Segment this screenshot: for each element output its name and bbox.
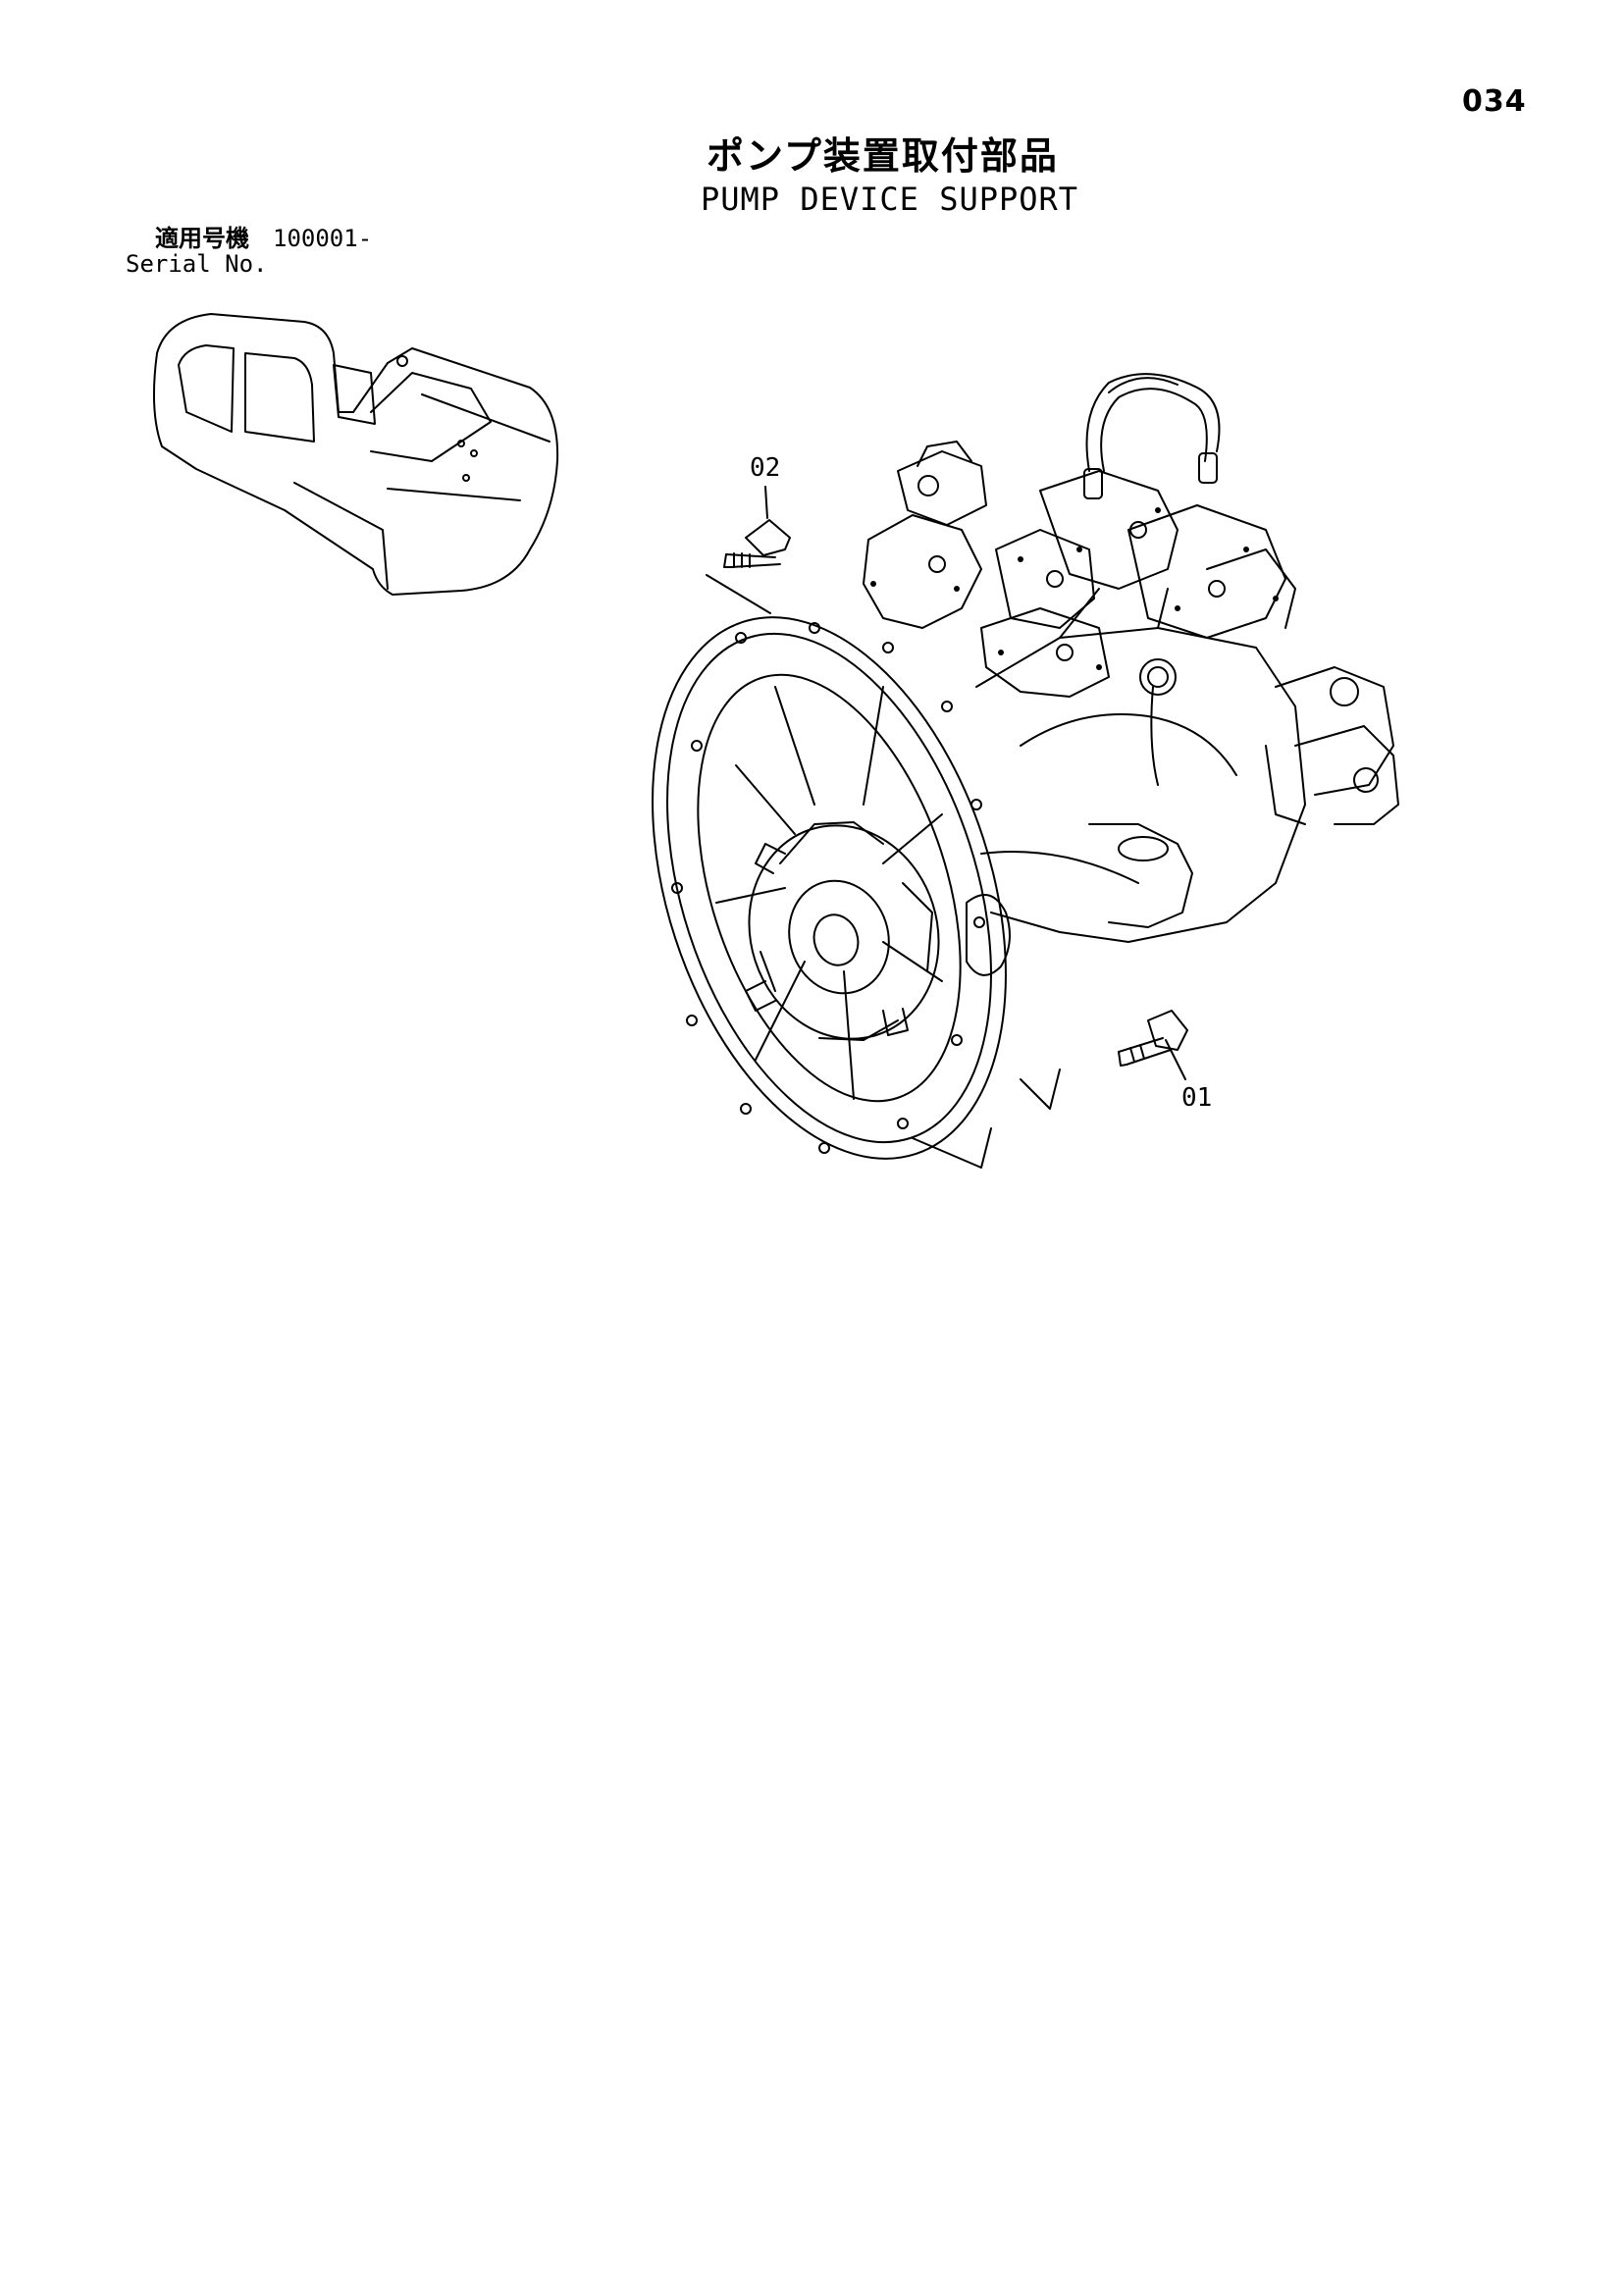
callout-02: 02 [750,453,781,483]
bolt-02-icon [723,519,791,568]
serial-value: 100001- [273,225,373,252]
page-number: 034 [1462,84,1527,119]
serial-info: 適用号機 100001- Serial No. [126,226,372,277]
callout-01: 01 [1181,1083,1213,1113]
page-title-english: PUMP DEVICE SUPPORT [701,181,1079,218]
serial-label-en: Serial No. [126,250,268,278]
serial-label-jp: 適用号機 [155,225,249,252]
bolt-01-icon [1118,1010,1188,1067]
excavator-locator-icon [152,313,559,596]
page-title-japanese: ポンプ装置取付部品 [707,134,1059,178]
hydraulic-pump-assembly-icon [652,373,1399,1169]
leader-lines [706,486,1186,1080]
